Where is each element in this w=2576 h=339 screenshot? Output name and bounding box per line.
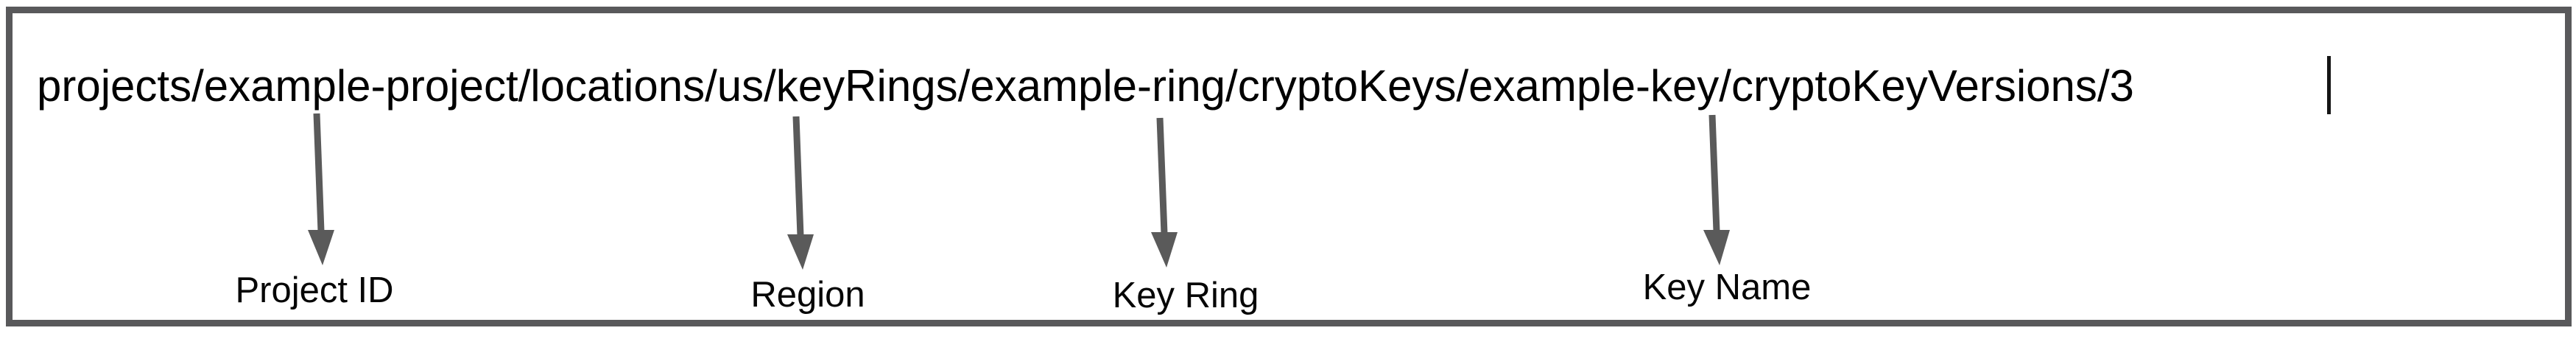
label-project-id: Project ID [235, 270, 394, 310]
resource-path-input[interactable]: projects/example-project/locations/us/ke… [6, 7, 2572, 326]
label-region: Region [750, 275, 865, 315]
label-key-ring: Key Ring [1112, 276, 1259, 315]
text-cursor [2327, 56, 2331, 114]
resource-path-text: projects/example-project/locations/us/ke… [37, 61, 2134, 111]
label-key-name: Key Name [1642, 268, 1812, 307]
